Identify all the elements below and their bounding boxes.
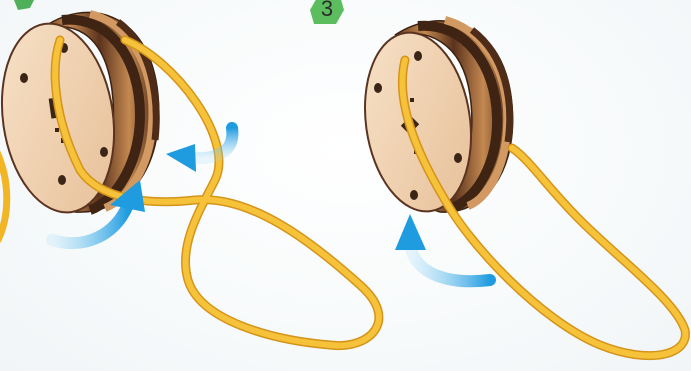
- rope-edge-left: [0, 150, 7, 240]
- step-number-badge: 3: [310, 0, 344, 24]
- step-badge-left: [14, 0, 34, 10]
- step-number: 3: [310, 0, 344, 21]
